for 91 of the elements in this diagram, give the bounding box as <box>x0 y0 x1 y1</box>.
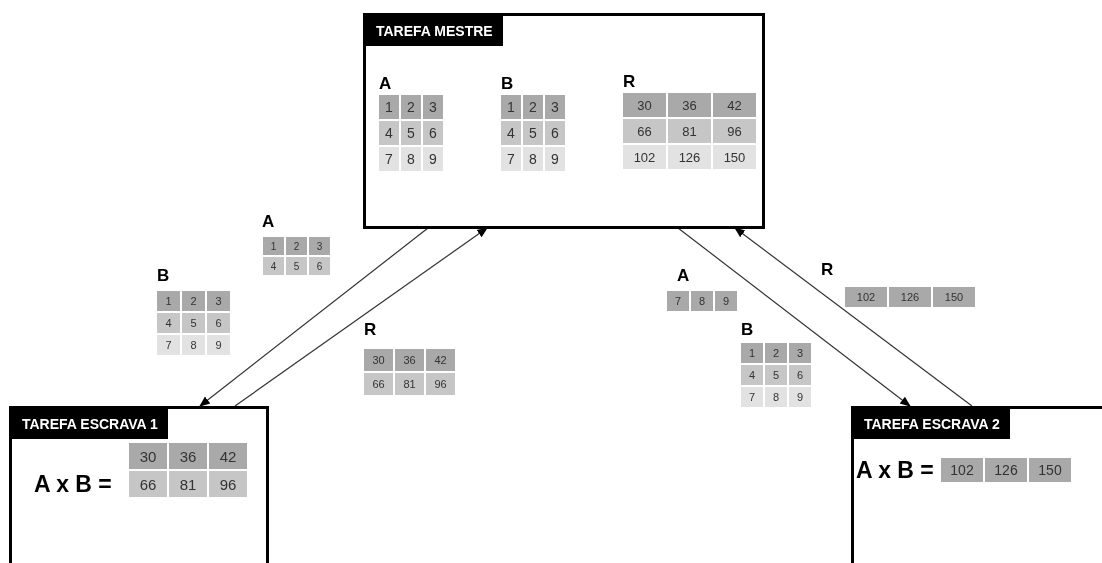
matrix-cell: 2 <box>522 94 544 120</box>
matrix-cell: 4 <box>378 120 400 146</box>
arrow <box>199 227 429 407</box>
matrix-cell: 5 <box>181 312 206 334</box>
matrix-label: R <box>364 320 377 340</box>
matrix-cell: 5 <box>522 120 544 146</box>
matrix-cell: 81 <box>667 118 712 144</box>
equation-label: A x B = <box>856 457 934 484</box>
matrix-cell: 7 <box>500 146 522 172</box>
matrix-cell: 150 <box>712 144 757 170</box>
matrix-cell: 5 <box>285 256 308 276</box>
box-title: TAREFA MESTRE <box>366 16 503 46</box>
matrix-cell: 81 <box>394 372 425 396</box>
matrix-cell: 102 <box>940 457 984 483</box>
matrix-cell: 6 <box>308 256 331 276</box>
matrix-cell: 96 <box>425 372 456 396</box>
matrix-cell: 30 <box>128 442 168 470</box>
matrix-cell: 5 <box>400 120 422 146</box>
matrix-cell: 6 <box>788 364 812 386</box>
matrix-label: B <box>157 266 170 286</box>
matrix-cell: 2 <box>400 94 422 120</box>
matrix-cell: 42 <box>425 348 456 372</box>
matrix-cell: 8 <box>181 334 206 356</box>
matrix-cell: 4 <box>156 312 181 334</box>
matrix-cell: 7 <box>666 290 690 312</box>
box-title: TAREFA ESCRAVA 2 <box>854 409 1010 439</box>
matrix-cell: 9 <box>422 146 444 172</box>
matrix-cell: 8 <box>522 146 544 172</box>
matrix-cell: 9 <box>788 386 812 408</box>
matrix-cell: 2 <box>285 236 308 256</box>
matrix-cell: 6 <box>544 120 566 146</box>
arrow <box>734 227 973 407</box>
matrix-cell: 1 <box>156 290 181 312</box>
matrix-cell: 36 <box>394 348 425 372</box>
matrix-label: A <box>262 212 275 232</box>
matrix-cell: 30 <box>622 92 667 118</box>
matrix-cell: 1 <box>262 236 285 256</box>
matrix-label: R <box>821 260 834 280</box>
matrix-cell: 6 <box>422 120 444 146</box>
matrix-cell: 96 <box>712 118 757 144</box>
matrix-cell: 7 <box>156 334 181 356</box>
matrix-cell: 126 <box>888 286 932 308</box>
matrix-cell: 96 <box>208 470 248 498</box>
matrix-cell: 36 <box>667 92 712 118</box>
matrix-cell: 150 <box>932 286 976 308</box>
box-title: TAREFA ESCRAVA 1 <box>12 409 168 439</box>
matrix-cell: 9 <box>544 146 566 172</box>
matrix-cell: 3 <box>788 342 812 364</box>
matrix-cell: 7 <box>740 386 764 408</box>
matrix-cell: 42 <box>712 92 757 118</box>
matrix-cell: 4 <box>500 120 522 146</box>
task-box <box>851 406 1102 563</box>
matrix-cell: 36 <box>168 442 208 470</box>
matrix-cell: 126 <box>984 457 1028 483</box>
matrix-cell: 2 <box>764 342 788 364</box>
matrix-cell: 4 <box>262 256 285 276</box>
matrix-cell: 102 <box>622 144 667 170</box>
matrix-cell: 1 <box>500 94 522 120</box>
matrix-label: R <box>623 72 636 92</box>
matrix-cell: 9 <box>714 290 738 312</box>
equation-label: A x B = <box>34 471 112 498</box>
matrix-cell: 1 <box>740 342 764 364</box>
matrix-cell: 42 <box>208 442 248 470</box>
matrix-cell: 30 <box>363 348 394 372</box>
matrix-cell: 3 <box>544 94 566 120</box>
matrix-label: A <box>379 74 392 94</box>
matrix-cell: 102 <box>844 286 888 308</box>
matrix-cell: 150 <box>1028 457 1072 483</box>
matrix-cell: 2 <box>181 290 206 312</box>
matrix-cell: 8 <box>690 290 714 312</box>
arrow <box>234 227 488 407</box>
matrix-cell: 126 <box>667 144 712 170</box>
matrix-cell: 4 <box>740 364 764 386</box>
matrix-cell: 81 <box>168 470 208 498</box>
matrix-cell: 3 <box>206 290 231 312</box>
arrow <box>677 227 911 407</box>
matrix-cell: 3 <box>422 94 444 120</box>
matrix-cell: 8 <box>764 386 788 408</box>
matrix-cell: 6 <box>206 312 231 334</box>
matrix-cell: 7 <box>378 146 400 172</box>
matrix-cell: 9 <box>206 334 231 356</box>
matrix-label: B <box>501 74 514 94</box>
matrix-cell: 3 <box>308 236 331 256</box>
matrix-cell: 5 <box>764 364 788 386</box>
matrix-label: B <box>741 320 754 340</box>
matrix-cell: 1 <box>378 94 400 120</box>
matrix-cell: 66 <box>622 118 667 144</box>
matrix-cell: 8 <box>400 146 422 172</box>
matrix-cell: 66 <box>128 470 168 498</box>
matrix-label: A <box>677 266 690 286</box>
matrix-cell: 66 <box>363 372 394 396</box>
